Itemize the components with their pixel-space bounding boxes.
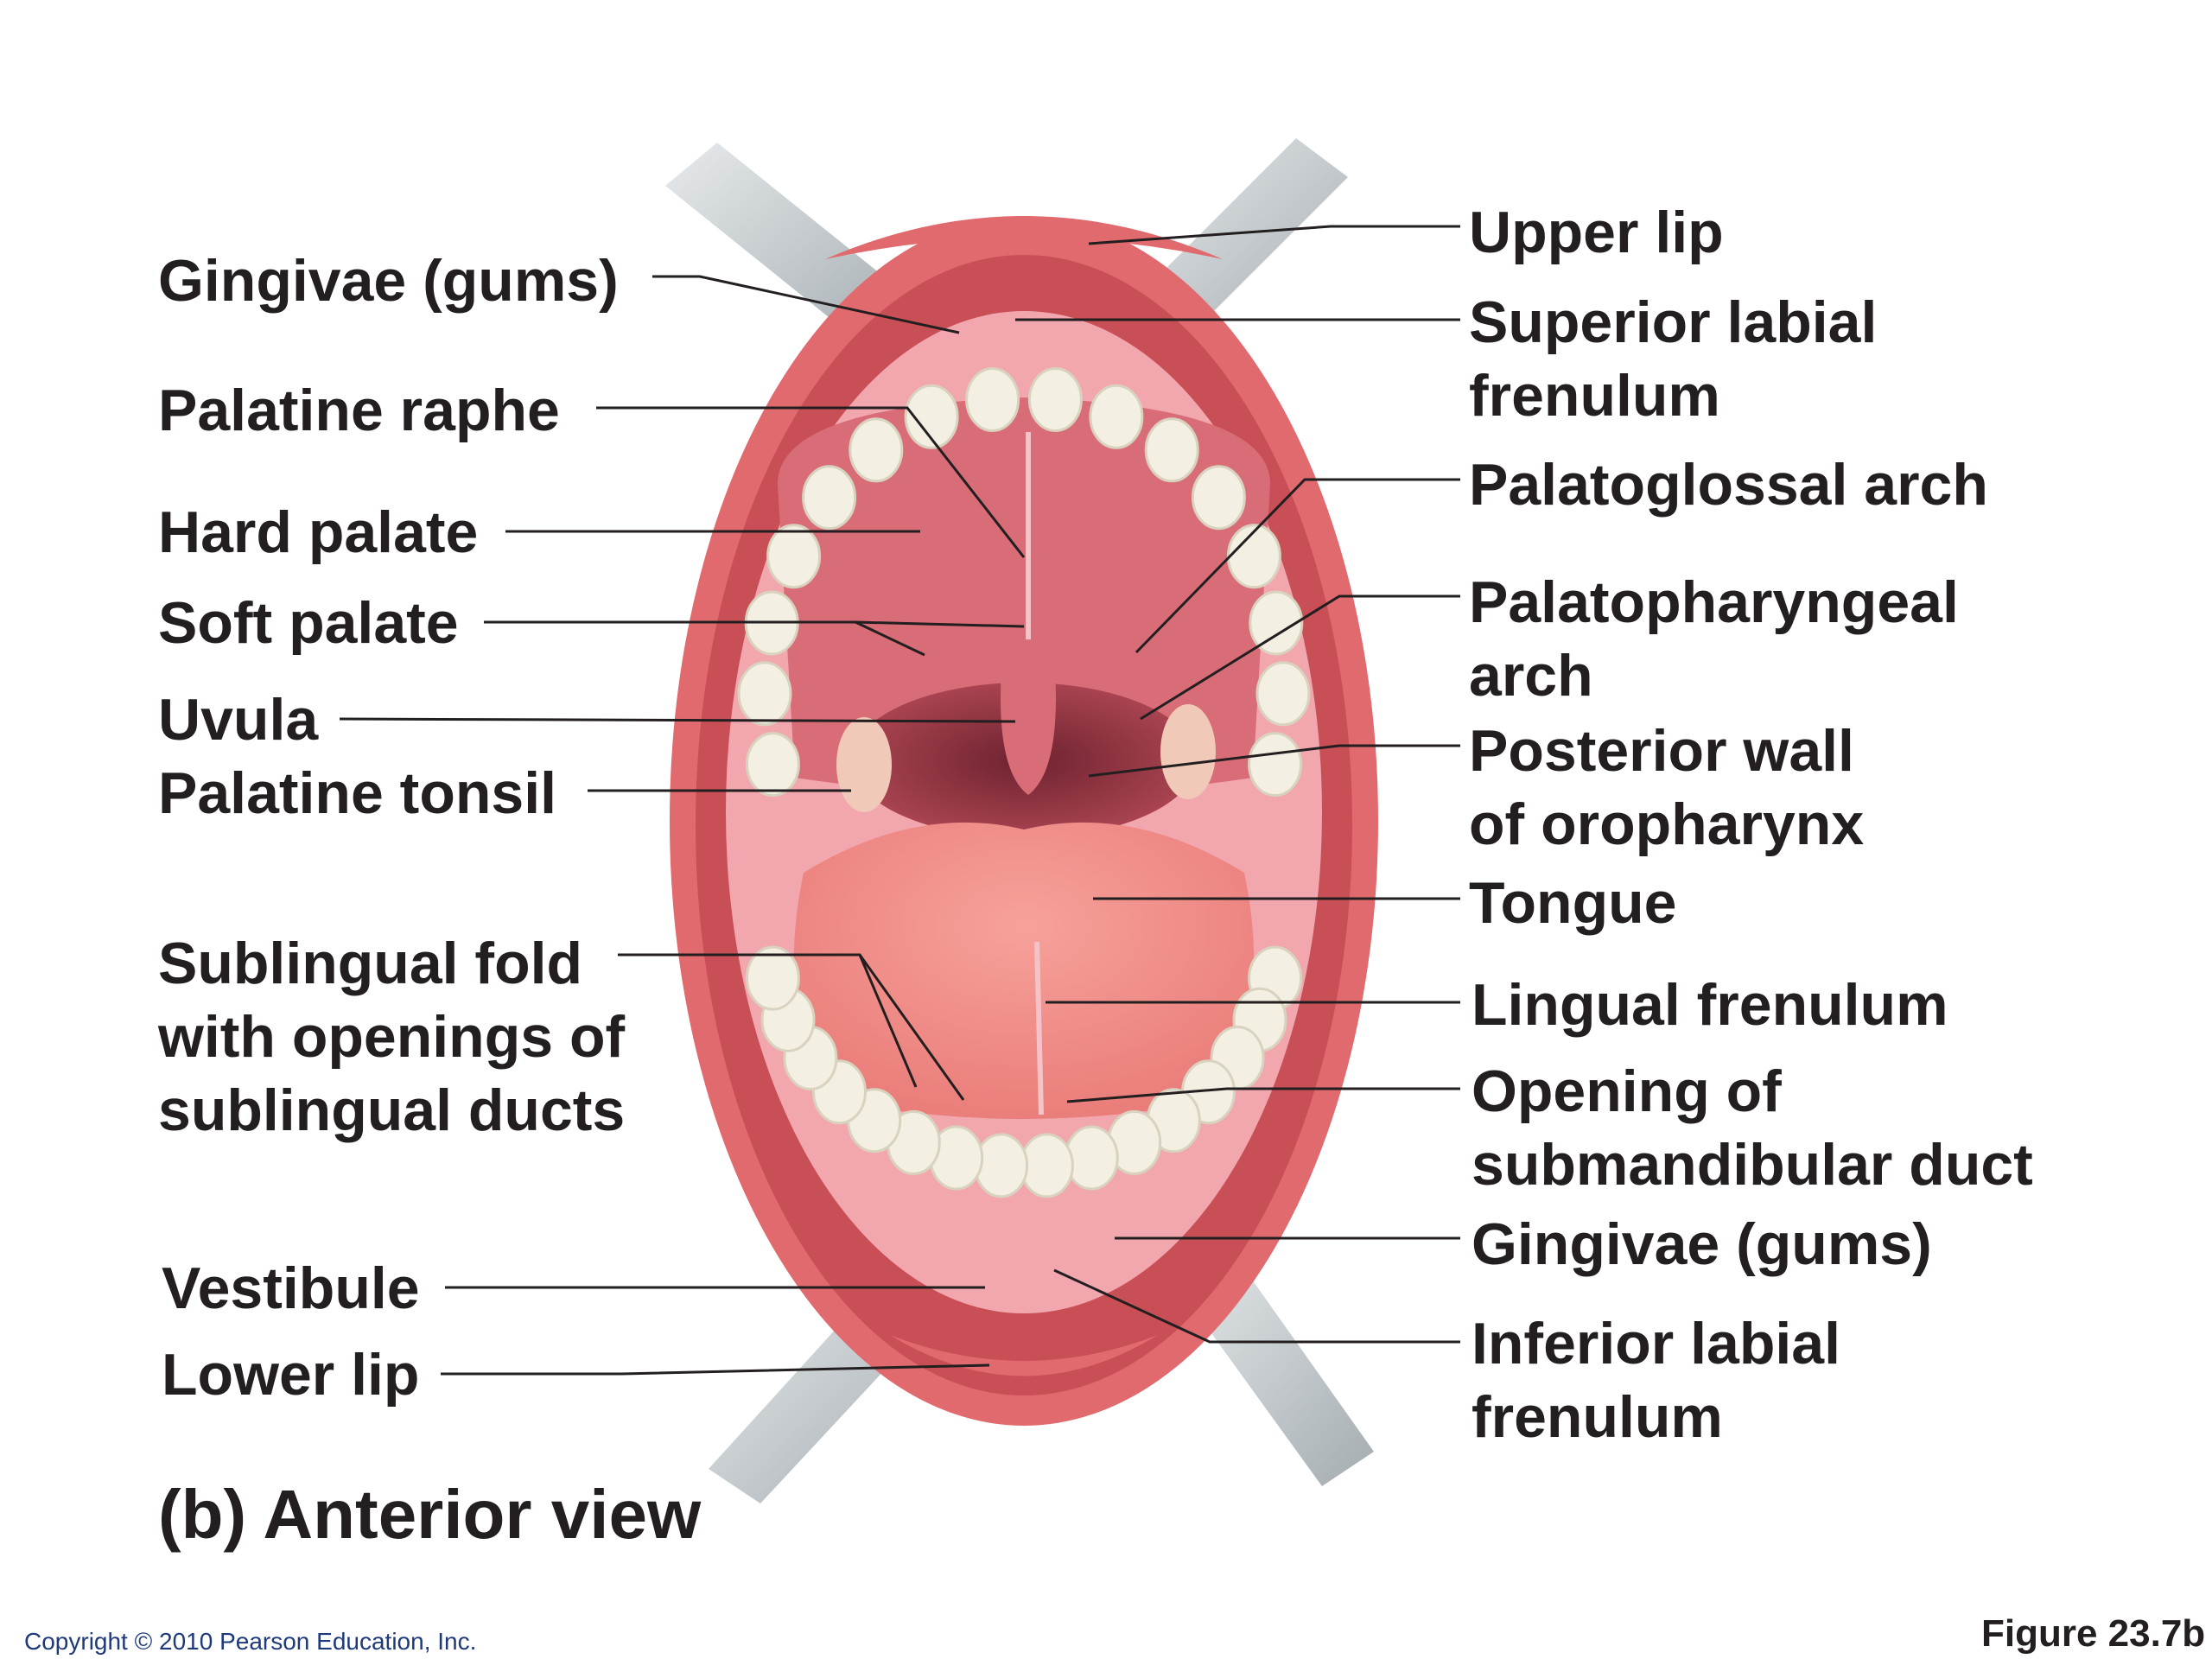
label-lower-lip: Lower lip: [162, 1342, 420, 1408]
leader-line-inferior-labial: [1053, 1268, 1460, 1344]
label-lingual-frenulum: Lingual frenulum: [1471, 972, 1948, 1038]
label-palatine-tonsil: Palatine tonsil: [158, 760, 556, 826]
label-vestibule: Vestibule: [162, 1255, 420, 1321]
upper-tooth: [1248, 732, 1303, 798]
label-sublingual-fold-line1: Sublingual fold: [158, 931, 583, 996]
leader-line-sublingual-fold-2: [858, 954, 965, 1101]
label-posterior-wall: Posterior wall of oropharynx: [1469, 715, 1864, 861]
leader-line-uvula: [339, 717, 1016, 723]
label-posterior-wall-line1: Posterior wall: [1469, 718, 1854, 784]
label-palatoglossal-arch: Palatoglossal arch: [1469, 452, 1988, 518]
upper-tooth: [1191, 465, 1246, 531]
uvula: [1001, 639, 1056, 795]
upper-tooth: [737, 661, 792, 727]
palatine-tonsil-left: [836, 717, 892, 812]
upper-tooth: [802, 465, 857, 531]
upper-tooth: [1249, 590, 1304, 656]
label-inferior-labial-frenulum-line2: frenulum: [1471, 1384, 1723, 1450]
label-gingivae-lower: Gingivae (gums): [1471, 1211, 1932, 1277]
label-palatopharyngeal-arch-line2: arch: [1469, 643, 1593, 709]
leader-line-posterior-wall: [1088, 744, 1460, 778]
upper-tooth: [965, 367, 1020, 432]
upper-tooth: [1089, 384, 1144, 449]
label-palatopharyngeal-arch: Palatopharyngeal arch: [1469, 566, 1959, 713]
leader-line-gingivae-upper: [652, 275, 960, 334]
upper-tooth: [904, 384, 959, 449]
label-gingivae-upper: Gingivae (gums): [158, 248, 619, 314]
copyright-notice: Copyright © 2010 Pearson Education, Inc.: [24, 1628, 477, 1655]
leader-line-palatine-raphe: [596, 406, 1026, 558]
label-sublingual-fold-line3: sublingual ducts: [158, 1077, 626, 1143]
palatine-tonsil-right: [1160, 704, 1216, 799]
upper-tooth: [1255, 661, 1311, 727]
upper-tooth: [1027, 367, 1083, 432]
lower-tooth: [1019, 1133, 1074, 1198]
upper-tooth: [766, 524, 822, 589]
figure-number: Figure 23.7b: [1981, 1612, 2206, 1655]
figure-caption: (b) Anterior view: [158, 1476, 702, 1553]
label-inferior-labial-frenulum: Inferior labial frenulum: [1471, 1307, 1840, 1454]
label-hard-palate: Hard palate: [158, 499, 479, 565]
label-upper-lip: Upper lip: [1469, 200, 1724, 265]
lower-tooth: [745, 945, 800, 1011]
label-sublingual-fold: Sublingual fold with openings of subling…: [158, 927, 625, 1147]
label-soft-palate: Soft palate: [158, 590, 459, 656]
label-uvula: Uvula: [158, 687, 319, 753]
tongue: [793, 822, 1255, 1119]
leader-line-palatopharyngeal: [1140, 594, 1460, 721]
lower-teeth: [745, 945, 1303, 1198]
label-submandibular-opening-line1: Opening of: [1471, 1058, 1782, 1124]
label-sublingual-fold-line2: with openings of: [158, 1004, 626, 1070]
upper-tooth: [1144, 417, 1199, 483]
label-superior-labial-frenulum: Superior labial frenulum: [1469, 286, 1877, 433]
lower-tooth: [1064, 1125, 1119, 1191]
upper-tooth: [849, 417, 904, 483]
lingual-frenulum-line: [1034, 941, 1044, 1116]
label-superior-labial-frenulum-line1: Superior labial: [1469, 289, 1878, 355]
label-palatopharyngeal-arch-line1: Palatopharyngeal: [1469, 569, 1959, 635]
upper-lip: [825, 216, 1223, 259]
label-inferior-labial-frenulum-line1: Inferior labial: [1471, 1311, 1840, 1376]
leader-line-lower-lip: [441, 1363, 990, 1376]
label-palatine-raphe: Palatine raphe: [158, 378, 560, 443]
lower-tooth: [974, 1133, 1029, 1198]
label-superior-labial-frenulum-line2: frenulum: [1469, 363, 1720, 429]
upper-tooth: [1226, 524, 1281, 589]
leader-line-palatoglossal: [1135, 478, 1460, 654]
leader-line-submandibular: [1066, 1087, 1460, 1103]
leader-line-soft-palate-2: [855, 620, 925, 657]
label-posterior-wall-line2: of oropharynx: [1469, 791, 1865, 857]
label-submandibular-opening: Opening of submandibular duct: [1471, 1055, 2033, 1202]
leader-lines: [339, 225, 1460, 1376]
label-submandibular-opening-line2: submandibular duct: [1471, 1132, 2033, 1198]
label-tongue: Tongue: [1469, 870, 1677, 936]
palate: [778, 397, 1270, 795]
upper-tooth: [745, 732, 800, 798]
leader-line-upper-lip: [1088, 225, 1460, 245]
